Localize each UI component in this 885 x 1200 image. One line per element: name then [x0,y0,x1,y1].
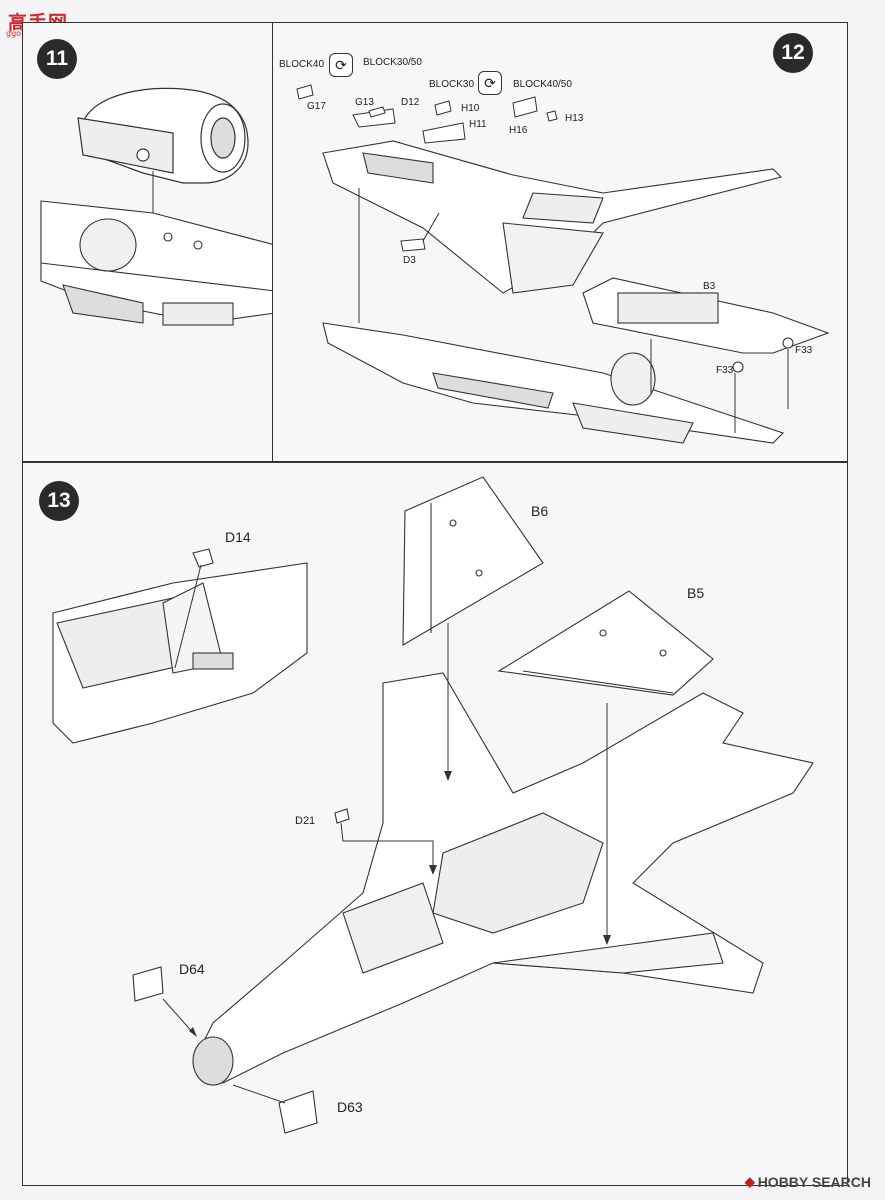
label-block30-b: BLOCK30 [429,79,475,90]
part-d14 [192,548,214,568]
lower-fuselage [322,322,785,444]
label-b5: B5 [687,585,705,601]
part-d64 [132,966,164,1002]
part-d21 [334,808,350,824]
rotate-icon: ⟳ [329,53,353,77]
part-h10 [434,100,452,116]
step-11-diagram [40,87,275,326]
watermark: ◆ HOBBY SEARCH [745,1174,871,1190]
part-g17 [296,84,314,100]
part-h13 [546,110,558,122]
watermark-text: HOBBY SEARCH [757,1174,871,1190]
label-g17: G17 [307,101,326,112]
engine-nozzle-part [77,87,249,184]
part-b6-fin [402,476,544,646]
part-d3 [400,238,426,252]
label-block40-a: BLOCK40 [279,59,325,70]
dorsal-part-b3 [582,277,830,373]
inset-cockpit-view [52,548,308,744]
rotate-icon: ⟳ [478,71,502,95]
label-block30-50-a: BLOCK30/50 [363,57,422,68]
fuselage-section [40,200,275,326]
step-13-badge: 13 [39,481,79,521]
label-b3: B3 [703,281,716,292]
part-b5-stabilizer [497,590,714,696]
step-12-diagram [296,84,830,444]
part-h11 [422,122,466,144]
step-12-panel: 12 BLOCK40 ⟳ BLOCK30/50 BLOCK30 ⟳ BLOCK4… [272,22,848,462]
label-d21: D21 [295,815,316,827]
label-f33-b: F33 [716,365,734,376]
label-d3: D3 [403,255,416,266]
label-block40-50-b: BLOCK40/50 [513,79,572,90]
part-h16 [512,96,538,118]
main-airframe [132,672,814,1134]
label-f33-a: F33 [795,345,813,356]
label-d63: D63 [337,1099,363,1115]
label-d14: D14 [225,529,251,545]
hobby-search-mark-icon: ◆ [744,1174,755,1189]
label-b6: B6 [531,503,549,519]
step-11-panel: 11 [22,22,275,462]
step-13-diagram [52,476,814,1134]
step-12-badge: 12 [773,33,813,73]
label-h16: H16 [509,125,528,136]
step-11-badge: 11 [37,39,77,79]
label-h10: H10 [461,103,480,114]
label-h13: H13 [565,113,584,124]
label-g13: G13 [355,97,374,108]
part-d63 [278,1090,318,1134]
label-d12: D12 [401,97,420,108]
step-13-panel: 13 D14 B6 B5 D21 D64 D63 [22,462,848,1186]
label-h11: H11 [469,119,487,130]
upper-fuselage [322,140,783,294]
label-d64: D64 [179,961,205,977]
